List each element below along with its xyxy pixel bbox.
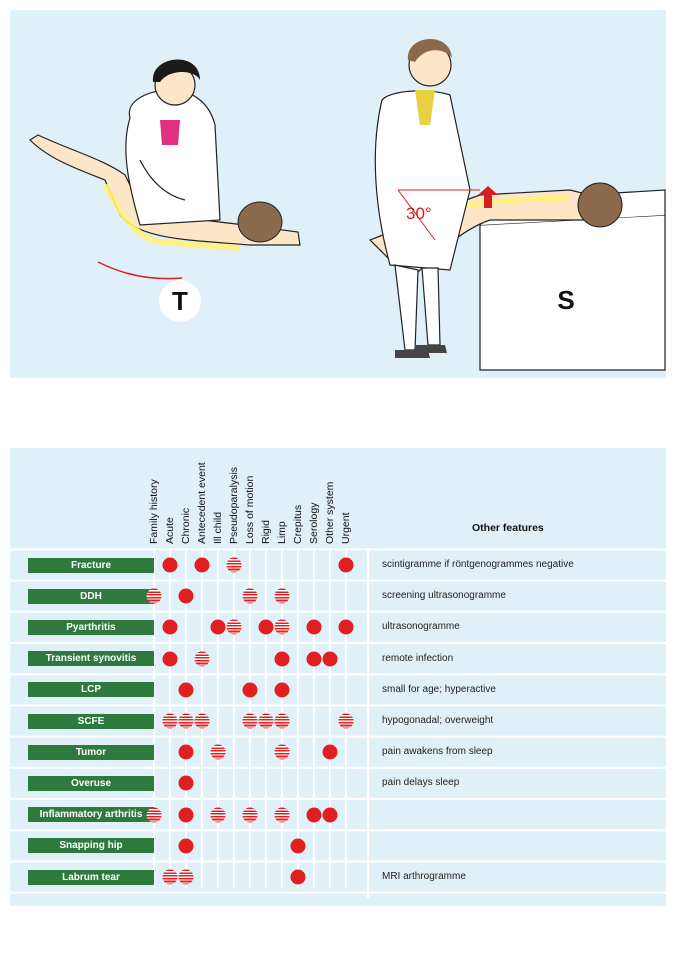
column-header: Limp bbox=[276, 521, 288, 544]
striped-dot-marker bbox=[242, 588, 258, 604]
column-header: Crepitus bbox=[292, 504, 304, 544]
column-header: Serology bbox=[308, 502, 320, 544]
row-label: Transient synovitis bbox=[28, 651, 154, 667]
left-scene bbox=[29, 59, 301, 280]
other-feature-text: ultrasonogramme bbox=[382, 621, 460, 633]
row-label: Tumor bbox=[28, 744, 154, 760]
solid-dot-marker bbox=[178, 588, 194, 604]
striped-dot-marker bbox=[194, 651, 210, 667]
solid-dot-marker bbox=[210, 619, 226, 635]
striped-dot-marker bbox=[258, 713, 274, 729]
row-label: DDH bbox=[28, 588, 154, 604]
striped-dot-marker bbox=[274, 588, 290, 604]
striped-dot-marker bbox=[226, 557, 242, 573]
solid-dot-marker bbox=[306, 619, 322, 635]
solid-dot-marker bbox=[338, 619, 354, 635]
other-feature-text: pain delays sleep bbox=[382, 777, 460, 789]
column-header: Family history bbox=[148, 479, 160, 544]
solid-dot-marker bbox=[162, 557, 178, 573]
other-feature-text: hypogonadal; overweight bbox=[382, 715, 494, 726]
column-header: Ill child bbox=[212, 511, 224, 544]
illustration-panel: 30° T S bbox=[10, 10, 666, 378]
striped-dot-marker bbox=[146, 807, 162, 823]
column-header: Loss of motion bbox=[244, 475, 256, 544]
table-grid bbox=[10, 548, 666, 898]
solid-dot-marker bbox=[162, 651, 178, 667]
solid-dot-marker bbox=[178, 838, 194, 854]
row-label: Fracture bbox=[28, 557, 154, 573]
column-header: Urgent bbox=[340, 512, 352, 544]
striped-dot-marker bbox=[178, 869, 194, 885]
solid-dot-marker bbox=[306, 651, 322, 667]
striped-dot-marker bbox=[194, 713, 210, 729]
examination-illustration bbox=[29, 39, 666, 371]
column-header: Pseudoparalysis bbox=[228, 466, 240, 544]
striped-dot-marker bbox=[210, 807, 226, 823]
row-label: Overuse bbox=[28, 775, 154, 791]
right-scene-badge: S bbox=[545, 279, 587, 321]
solid-dot-marker bbox=[322, 651, 338, 667]
solid-dot-marker bbox=[178, 682, 194, 698]
other-feature-text: screening ultrasonogramme bbox=[382, 590, 506, 602]
striped-dot-marker bbox=[146, 588, 162, 604]
striped-dot-marker bbox=[274, 619, 290, 635]
row-label: Snapping hip bbox=[28, 838, 154, 854]
column-header: Chronic bbox=[180, 507, 192, 544]
striped-dot-marker bbox=[178, 713, 194, 729]
solid-dot-marker bbox=[274, 651, 290, 667]
striped-dot-marker bbox=[274, 744, 290, 760]
striped-dot-marker bbox=[274, 807, 290, 823]
left-scene-badge: T bbox=[159, 280, 201, 322]
solid-dot-marker bbox=[338, 557, 354, 573]
column-header: Rigid bbox=[260, 520, 272, 544]
striped-dot-marker bbox=[210, 744, 226, 760]
solid-dot-marker bbox=[322, 744, 338, 760]
solid-dot-marker bbox=[242, 682, 258, 698]
other-feature-text: remote infection bbox=[382, 652, 454, 664]
other-feature-text: small for age; hyperactive bbox=[382, 683, 496, 695]
row-label: Inflammatory arthritis bbox=[28, 807, 154, 823]
other-feature-text: pain awakens from sleep bbox=[382, 746, 493, 758]
striped-dot-marker bbox=[242, 807, 258, 823]
solid-dot-marker bbox=[258, 619, 274, 635]
other-features-title: Other features bbox=[472, 522, 544, 534]
striped-dot-marker bbox=[338, 713, 354, 729]
solid-dot-marker bbox=[274, 682, 290, 698]
other-feature-text: MRI arthrogramme bbox=[382, 871, 466, 882]
solid-dot-marker bbox=[306, 807, 322, 823]
solid-dot-marker bbox=[178, 807, 194, 823]
striped-dot-marker bbox=[242, 713, 258, 729]
solid-dot-marker bbox=[322, 807, 338, 823]
row-label: SCFE bbox=[28, 713, 154, 729]
other-feature-text: scintigramme if röntgenogrammes negative bbox=[382, 559, 574, 570]
row-label: Pyarthritis bbox=[28, 619, 154, 635]
row-label: Labrum tear bbox=[28, 869, 154, 885]
solid-dot-marker bbox=[178, 744, 194, 760]
striped-dot-marker bbox=[274, 713, 290, 729]
solid-dot-marker bbox=[178, 775, 194, 791]
angle-label: 30° bbox=[406, 204, 432, 223]
column-header: Other system bbox=[324, 481, 336, 544]
striped-dot-marker bbox=[226, 619, 242, 635]
column-header: Antecedent event bbox=[196, 462, 208, 544]
column-header: Acute bbox=[164, 517, 176, 544]
solid-dot-marker bbox=[194, 557, 210, 573]
striped-dot-marker bbox=[162, 713, 178, 729]
striped-dot-marker bbox=[162, 869, 178, 885]
solid-dot-marker bbox=[290, 869, 306, 885]
solid-dot-marker bbox=[162, 619, 178, 635]
row-label: LCP bbox=[28, 682, 154, 698]
solid-dot-marker bbox=[290, 838, 306, 854]
